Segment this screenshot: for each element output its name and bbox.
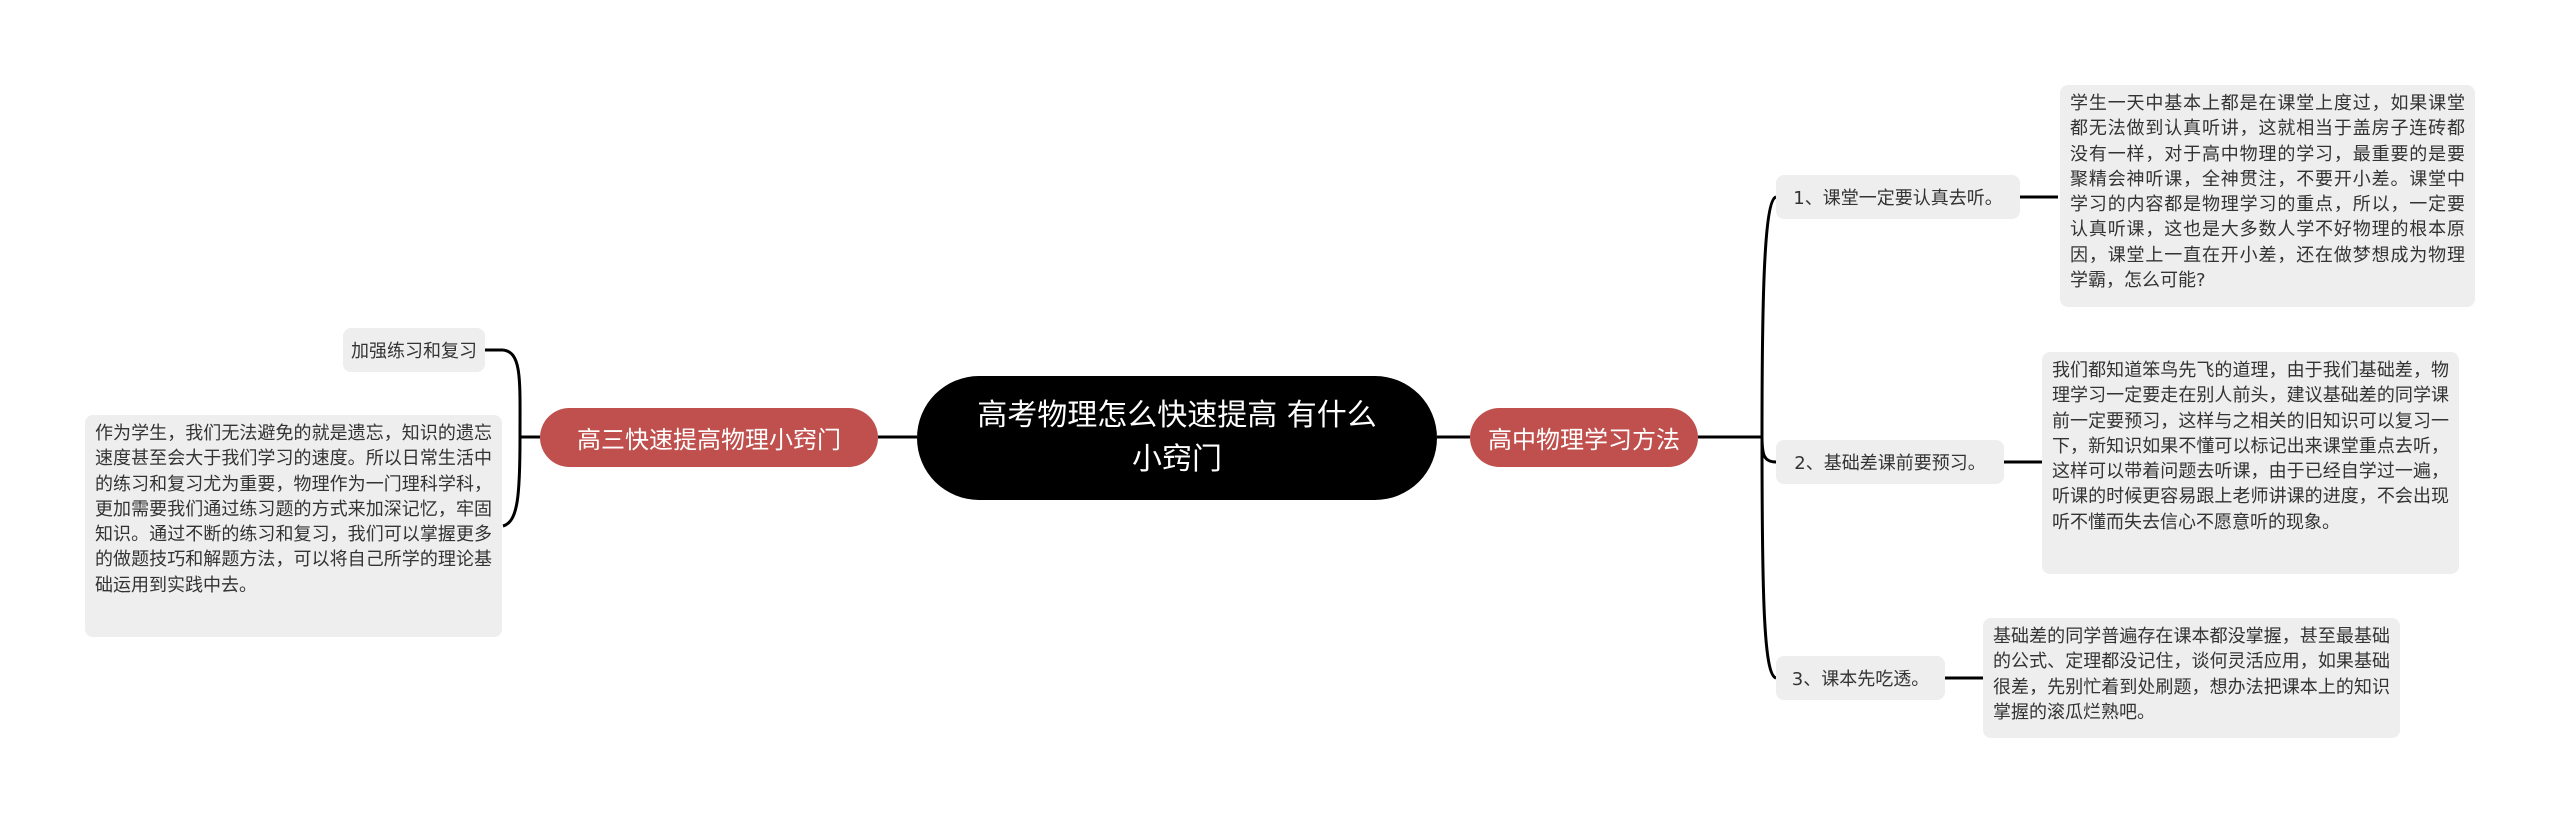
left-subtopic-label[interactable]: 加强练习和复习 — [343, 328, 485, 372]
branch-right-text: 高中物理学习方法 — [1488, 426, 1680, 454]
branch-right-topic[interactable]: 高中物理学习方法 — [1470, 408, 1698, 467]
right-detail-box-3[interactable]: 基础差的同学普遍存在课本都没掌握，甚至最基础的公式、定理都没记住，谈何灵活应用，… — [1983, 618, 2400, 738]
root-topic-text: 高考物理怎么快速提高 有什么小窍门 — [977, 398, 1377, 477]
branch-left-topic[interactable]: 高三快速提高物理小窍门 — [540, 408, 878, 467]
link-left-detail — [502, 436, 522, 528]
right-detail-3-text: 基础差的同学普遍存在课本都没掌握，甚至最基础的公式、定理都没记住，谈何灵活应用，… — [1993, 626, 2390, 723]
right-subtopic-3[interactable]: 3、课本先吃透。 — [1776, 656, 1945, 700]
right-detail-1-text: 学生一天中基本上都是在课堂上度过，如果课堂都无法做到认真听讲，这就相当于盖房子连… — [2070, 93, 2465, 292]
right-subtopic-3-text: 3、课本先吃透。 — [1791, 669, 1930, 690]
right-detail-2-text: 我们都知道笨鸟先飞的道理，由于我们基础差，物理学习一定要走在别人前头，建议基础差… — [2052, 360, 2449, 533]
right-detail-box-1[interactable]: 学生一天中基本上都是在课堂上度过，如果课堂都无法做到认真听讲，这就相当于盖房子连… — [2060, 85, 2475, 307]
left-detail-text: 作为学生，我们无法避免的就是遗忘，知识的遗忘速度甚至会大于我们学习的速度。所以日… — [95, 423, 492, 596]
right-subtopic-1-text: 1、课堂一定要认真去听。 — [1793, 188, 2003, 209]
right-detail-box-2[interactable]: 我们都知道笨鸟先飞的道理，由于我们基础差，物理学习一定要走在别人前头，建议基础差… — [2042, 352, 2459, 574]
branch-left-text: 高三快速提高物理小窍门 — [577, 426, 841, 454]
right-subtopic-2-text: 2、基础差课前要预习。 — [1794, 453, 1986, 474]
link-right-1 — [1760, 195, 1777, 438]
left-subtopic-text: 加强练习和复习 — [351, 341, 477, 362]
root-topic[interactable]: 高考物理怎么快速提高 有什么小窍门 — [917, 376, 1437, 500]
link-left-label — [502, 348, 522, 438]
link-right-3 — [1760, 436, 1777, 680]
right-subtopic-2[interactable]: 2、基础差课前要预习。 — [1776, 440, 2004, 484]
right-subtopic-1[interactable]: 1、课堂一定要认真去听。 — [1776, 175, 2020, 219]
link-right-2 — [1760, 436, 1777, 464]
left-detail-box[interactable]: 作为学生，我们无法避免的就是遗忘，知识的遗忘速度甚至会大于我们学习的速度。所以日… — [85, 415, 502, 637]
